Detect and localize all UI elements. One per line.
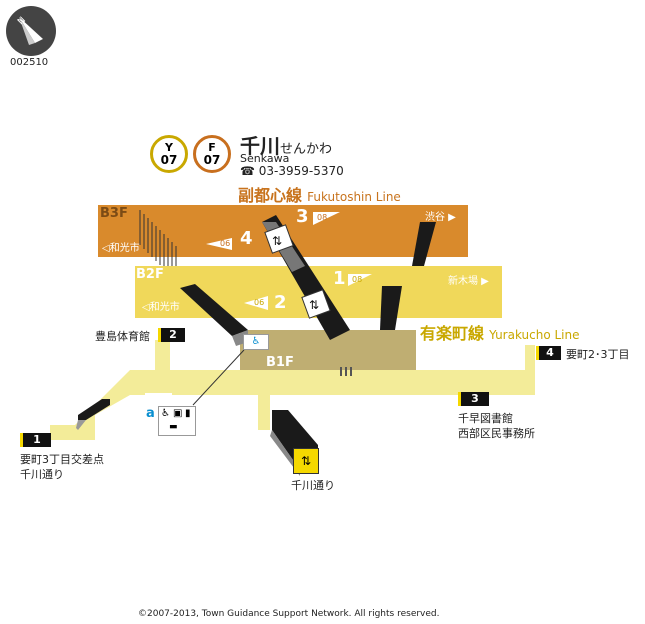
direction-arrow-icon: [206, 238, 232, 250]
exit-4-label-1: 要町2･3丁目: [566, 348, 630, 361]
b1f-label: B1F: [266, 355, 294, 370]
exit-2-label-1: 豊島体育館: [95, 330, 150, 343]
badge-letter: F: [208, 141, 216, 154]
direction-arrow-icon: [313, 212, 340, 225]
b2f-east-direction: 新木場 ▶: [448, 276, 489, 287]
station-name-roman: Senkawa: [240, 152, 290, 165]
elevator-icon: ⇅: [293, 448, 319, 474]
stair-exit-south-side: [270, 430, 300, 476]
locker-icon: ▣: [173, 408, 183, 419]
exit-3-label-1: 千早図書館: [458, 412, 513, 425]
west-passage: [50, 370, 535, 440]
stair-b3-b2-east: [412, 222, 436, 266]
north-arrow-icon: N: [6, 6, 56, 56]
badge-number: 07: [160, 153, 178, 167]
b3f-track-east: 3: [296, 206, 309, 227]
fukutoshin-name-en: Fukutoshin Line: [307, 190, 401, 204]
exit-number-2: 2: [158, 328, 185, 342]
escalator-icon: ⇅: [264, 224, 294, 254]
b1f-concourse: [240, 330, 416, 370]
station-name: 千川せんかわ: [240, 130, 332, 159]
station-phone: ☎ 03-3959-5370: [240, 164, 344, 178]
b3f-stair-hatch: [139, 210, 177, 268]
north-passage-exit2: [155, 340, 170, 372]
line-badge-fukutoshin: F 07: [193, 135, 231, 173]
exit-number-1: 1: [20, 433, 51, 447]
wheelchair-icon: ♿: [161, 408, 170, 419]
badge-number: 07: [203, 153, 221, 167]
b3f-west-direction: ◁和光市: [102, 243, 140, 254]
copyright: ©2007-2013, Town Guidance Support Networ…: [138, 609, 440, 619]
fukutoshin-line-title: 副都心線 Fukutoshin Line: [238, 182, 401, 206]
svg-text:⇅: ⇅: [272, 234, 282, 248]
yurakucho-line-title: 有楽町線 Yurakucho Line: [420, 320, 580, 344]
escalator-icon: ⇅: [301, 289, 331, 319]
b3f-label: B3F: [100, 206, 128, 221]
b2f-code-east: 08: [352, 275, 363, 284]
stair-b2-b1-east: [380, 286, 402, 330]
exit-1-label-2: 千川通り: [20, 468, 64, 481]
ticket-machine-icon: ▮: [185, 408, 191, 419]
b2f-track-west: 2: [274, 292, 287, 313]
accessibility-mark: a: [146, 406, 155, 421]
station-name-kanji: 千川: [240, 134, 280, 158]
b2f-label: B2F: [136, 267, 164, 282]
line-badge-yurakucho: Y 07: [150, 135, 188, 173]
svg-text:⇅: ⇅: [309, 298, 319, 312]
elevator-exit-label: 千川通り: [291, 479, 335, 492]
b2f-code-west: 06: [254, 298, 265, 307]
b2f-west-direction: ◁和光市: [142, 302, 180, 313]
fukutoshin-name-ja: 副都心線: [238, 186, 303, 205]
yurakucho-name-en: Yurakucho Line: [489, 328, 580, 342]
exit-number-4: 4: [536, 346, 561, 360]
facility-box: ♿ ▣ ▮ ▬: [158, 406, 196, 436]
station-name-kana: せんかわ: [280, 142, 333, 157]
stair-b2-b1-west: [180, 284, 248, 336]
restroom-icon: ♿: [243, 334, 269, 350]
map-code: 002510: [10, 57, 49, 68]
stair-exit1: [78, 399, 110, 420]
b3f-code-west: 06: [220, 239, 231, 248]
exit-1-label-1: 要町3丁目交差点: [20, 453, 104, 466]
atm-icon: ▬: [169, 422, 178, 432]
b3f-track-west: 4: [240, 228, 253, 249]
svg-text:N: N: [16, 15, 28, 27]
direction-arrow-icon: [348, 274, 372, 286]
stair-exit1-side: [76, 420, 86, 430]
east-passage: [525, 345, 535, 375]
yurakucho-name-ja: 有楽町線: [420, 324, 485, 343]
b3f-code-east: 08: [317, 213, 328, 222]
direction-arrow-icon: [244, 296, 268, 310]
exit-number-3: 3: [458, 392, 489, 406]
b2f-track-east: 1: [333, 268, 346, 289]
exit-3-label-2: 西部区民事務所: [458, 427, 535, 440]
ticket-gate-icon: [340, 367, 352, 376]
facility-leader-line: [192, 349, 245, 406]
badge-letter: Y: [165, 141, 173, 154]
b3f-east-direction: 渋谷 ▶: [425, 212, 456, 223]
